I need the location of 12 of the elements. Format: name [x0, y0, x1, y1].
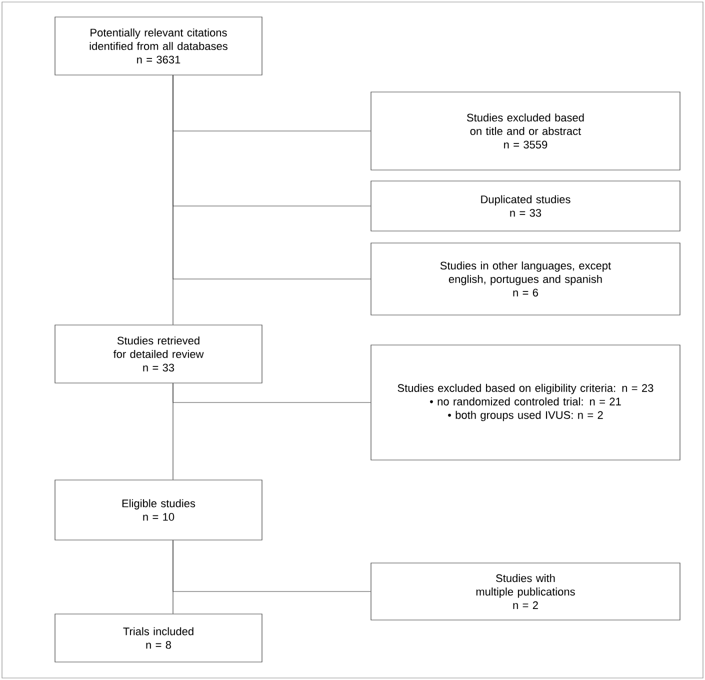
process-box: Trials included n = 8 — [54, 614, 262, 662]
process-box: Studies excluded based on eligibility criteria: n = 23 • no randomized controled trial: n = 21 • both groups used IVUS: n = 2 — [370, 344, 680, 460]
process-box: Studies retrieved for detailed review n = 33 — [54, 324, 262, 384]
connector-line — [172, 540, 371, 592]
process-box: Studies with multiple publications n = 2 — [370, 562, 680, 620]
process-box: Duplicated studies n = 33 — [370, 180, 680, 232]
process-box: Studies excluded based on title and or abstract n = 3559 — [370, 92, 680, 170]
process-box: Potentially relevant citations identified from all databases n = 3631 — [54, 16, 262, 76]
process-box: Eligible studies n = 10 — [54, 480, 262, 540]
connector-line — [172, 383, 371, 403]
process-box: Studies in other languages, except english, portugues and spanish n = 6 — [370, 242, 680, 316]
connector-line — [172, 75, 371, 280]
